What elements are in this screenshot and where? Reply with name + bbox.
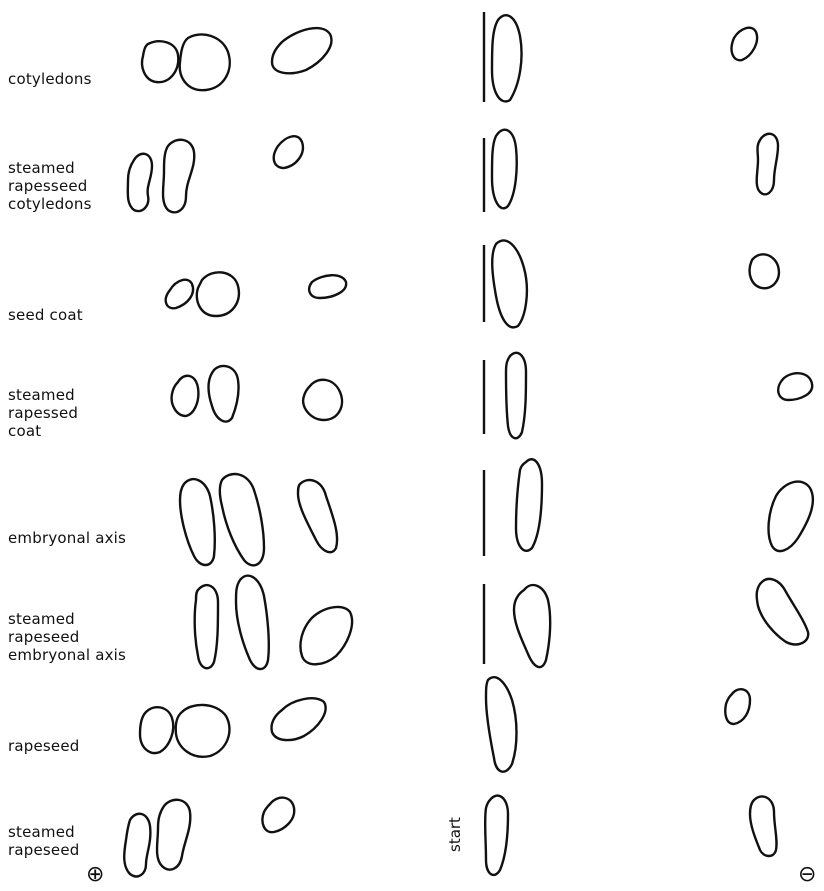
row-steamed-cotyledons-bands	[128, 130, 778, 213]
band	[757, 579, 809, 644]
band	[769, 482, 813, 551]
band	[516, 459, 542, 551]
row-label-steamed-rapeseed: steamed rapeseed	[8, 823, 80, 859]
band	[142, 41, 178, 82]
band	[303, 380, 342, 420]
band	[506, 353, 526, 438]
anode-plus-icon: ⊕	[86, 864, 104, 886]
band	[750, 796, 777, 856]
band	[209, 366, 239, 422]
row-cotyledons-bands	[142, 12, 757, 102]
band	[140, 707, 173, 753]
row-steamed-coat-bands	[172, 353, 813, 438]
row-seed-coat-bands	[166, 240, 779, 327]
band	[176, 705, 230, 757]
row-label-seed-coat: seed coat	[8, 306, 83, 324]
row-rapeseed-bands	[140, 677, 750, 772]
row-steamed-embryonal-axis-bands	[195, 576, 809, 669]
band	[180, 34, 230, 90]
band	[492, 130, 517, 209]
band	[272, 28, 331, 73]
band	[128, 154, 152, 211]
band	[220, 474, 264, 565]
band	[236, 576, 269, 669]
band	[514, 585, 550, 667]
band	[271, 698, 325, 740]
row-label-embryonal-axis: embryonal axis	[8, 529, 126, 547]
band	[124, 814, 150, 877]
start-label: start	[446, 817, 464, 852]
band	[172, 376, 199, 416]
cathode-minus-icon: ⊖	[798, 864, 816, 886]
row-label-steamed-embryonal-axis: steamed rapeseed embryonal axis	[8, 610, 126, 664]
band	[180, 479, 215, 565]
band	[195, 585, 218, 668]
band	[197, 272, 239, 316]
band	[163, 140, 194, 213]
row-label-rapeseed: rapeseed	[8, 737, 80, 755]
band	[300, 607, 352, 664]
row-label-steamed-cotyledons: steamed rapesseed cotyledons	[8, 159, 92, 213]
band	[298, 480, 337, 552]
band	[725, 689, 750, 724]
band	[486, 677, 517, 772]
band	[750, 254, 779, 288]
row-label-steamed-coat: steamed rapessed coat	[8, 386, 78, 440]
band	[732, 28, 757, 61]
band	[274, 136, 303, 168]
band	[166, 280, 193, 309]
band	[757, 134, 778, 195]
band	[492, 15, 522, 101]
row-label-cotyledons: cotyledons	[8, 70, 92, 88]
row-embryonal-axis-bands	[180, 459, 813, 565]
band	[262, 798, 294, 833]
band	[157, 800, 190, 870]
band	[309, 275, 346, 298]
band	[492, 240, 527, 327]
band	[485, 796, 508, 875]
band	[778, 373, 812, 400]
